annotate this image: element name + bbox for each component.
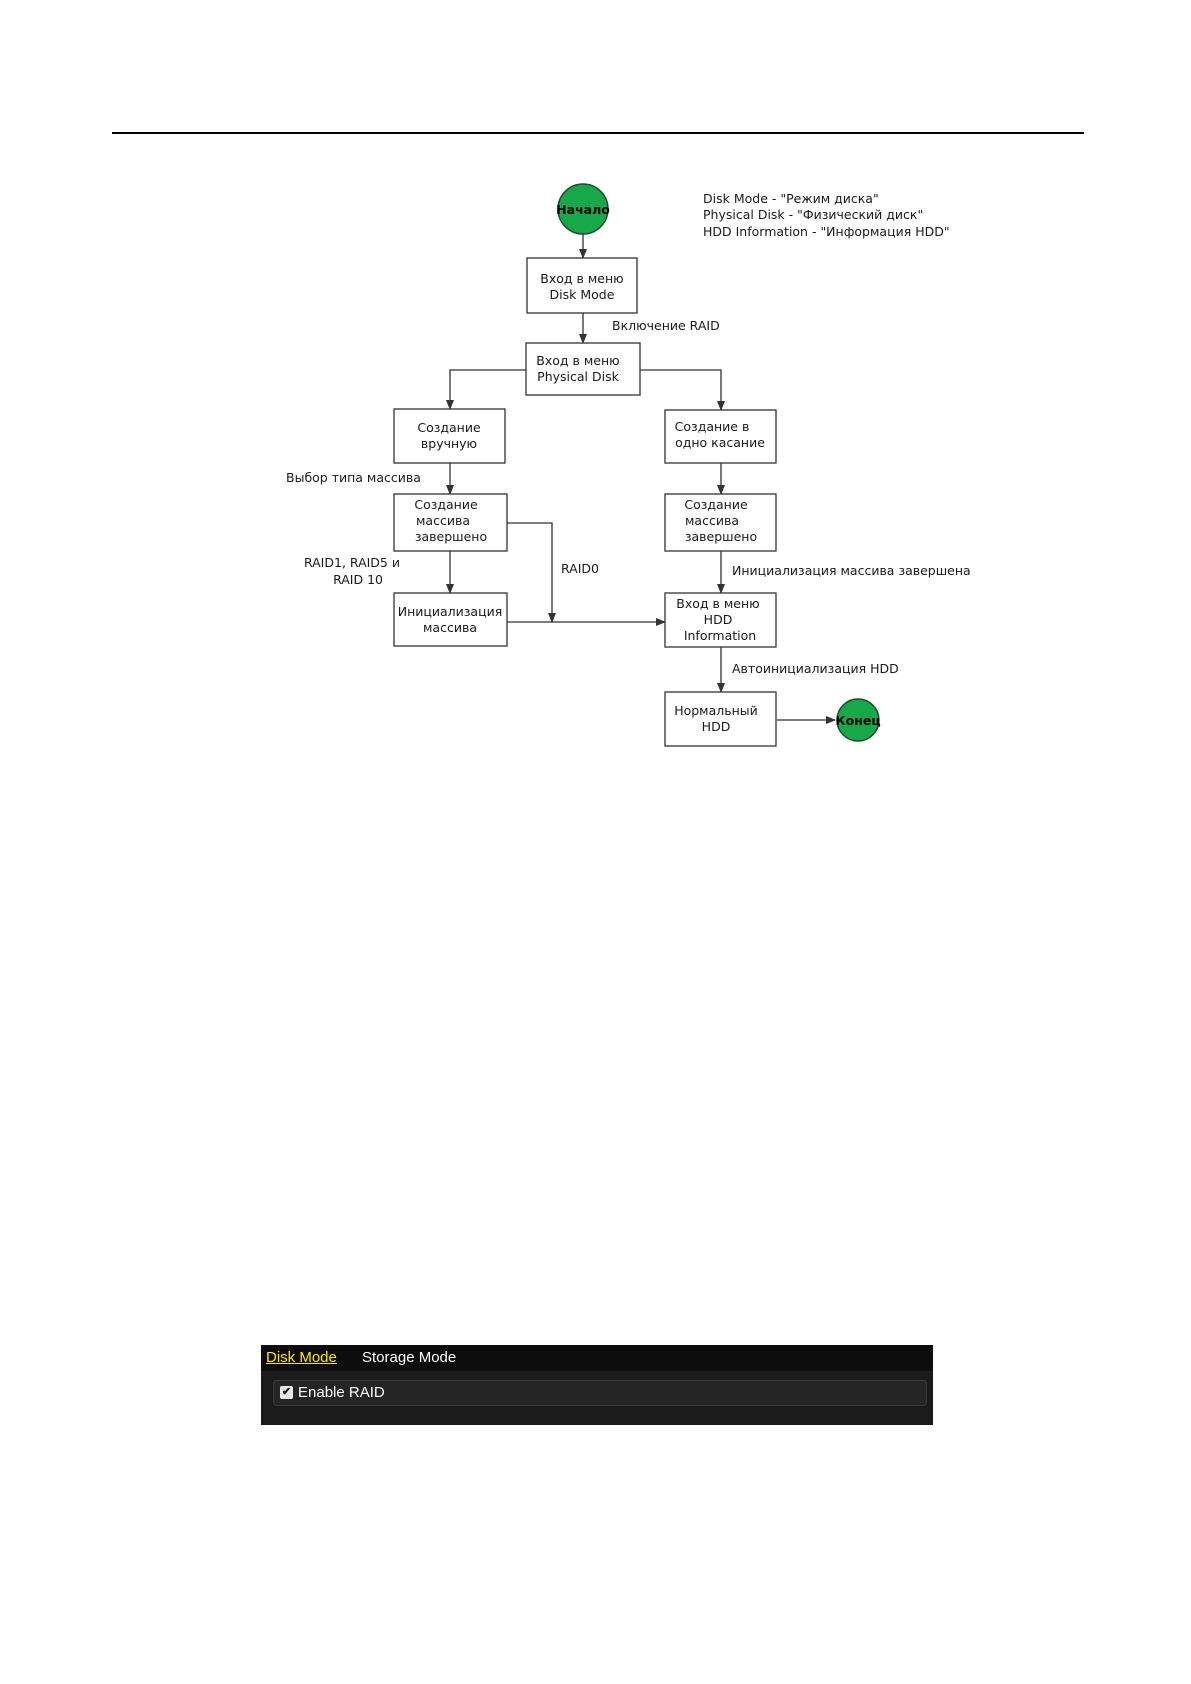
edge-physical-to-manual (446, 369, 526, 410)
node-array-created-right: Создание массива завершено (664, 493, 777, 552)
enable-raid-label: Enable RAID (298, 1384, 385, 1401)
start-node (557, 183, 609, 235)
label-enable-raid: Включение RAID (612, 318, 720, 333)
start-label: Начало (556, 202, 610, 217)
legend-line-2: Physical Disk - "Физический диск" (703, 207, 923, 222)
end-node (836, 698, 880, 742)
enable-raid-checkbox[interactable]: ✔ (280, 1386, 293, 1399)
svg-text:массива: массива (685, 513, 739, 528)
svg-text:завершено: завершено (685, 529, 757, 544)
svg-text:завершено: завершено (415, 529, 487, 544)
svg-text:Вход в меню: Вход в меню (540, 271, 623, 286)
svg-text:Information: Information (684, 628, 756, 643)
raid-flowchart: Disk Mode - "Режим диска" Physical Disk … (286, 183, 971, 747)
label-raid-levels-2: RAID 10 (333, 572, 383, 587)
svg-text:Physical Disk: Physical Disk (537, 369, 619, 384)
node-manual-create: Создание вручную (393, 408, 506, 464)
label-array-init-done: Инициализация массива завершена (732, 563, 971, 578)
enable-raid-row[interactable]: ✔ Enable RAID (273, 1380, 927, 1406)
svg-text:Создание: Создание (417, 420, 481, 435)
svg-text:Вход в меню: Вход в меню (536, 353, 619, 368)
label-raid0: RAID0 (561, 561, 599, 576)
label-select-array-type: Выбор типа массива (286, 470, 421, 485)
svg-text:массива: массива (423, 620, 477, 635)
svg-text:массива: массива (416, 513, 470, 528)
tab-storage-mode[interactable]: Storage Mode (362, 1349, 457, 1366)
edge-physical-to-one-touch (640, 369, 725, 411)
node-enter-physical-disk: Вход в меню Physical Disk (525, 342, 641, 396)
label-raid-levels-1: RAID1, RAID5 и (304, 555, 400, 570)
tab-disk-mode[interactable]: Disk Mode (266, 1349, 337, 1366)
svg-text:Создание: Создание (414, 497, 478, 512)
node-enter-hdd-info: Вход в меню HDD Information (664, 592, 777, 648)
svg-text:Создание в: Создание в (675, 419, 750, 434)
tab-bar: Disk Mode Storage Mode (261, 1345, 933, 1371)
svg-text:Disk Mode: Disk Mode (550, 287, 615, 302)
disk-mode-panel: Disk Mode Storage Mode ✔ Enable RAID (261, 1345, 933, 1425)
node-array-init: Инициализация массива (393, 592, 508, 647)
node-normal-hdd: Нормальный HDD (664, 691, 777, 747)
legend-line-3: HDD Information - "Информация HDD" (703, 224, 950, 239)
svg-text:Создание: Создание (684, 497, 748, 512)
svg-text:Нормальный: Нормальный (674, 703, 758, 718)
edge-raid0-branch (507, 522, 556, 623)
legend-line-1: Disk Mode - "Режим диска" (703, 191, 879, 206)
svg-text:Вход в меню: Вход в меню (676, 596, 759, 611)
node-one-touch-create: Создание в одно касание (664, 409, 777, 464)
svg-text:вручную: вручную (421, 436, 477, 451)
label-hdd-auto-init: Автоинициализация HDD (732, 661, 899, 676)
svg-text:HDD: HDD (702, 719, 731, 734)
node-enter-disk-mode: Вход в меню Disk Mode (526, 257, 638, 314)
node-array-created-left: Создание массива завершено (393, 493, 508, 552)
svg-text:одно касание: одно касание (675, 435, 765, 450)
end-label: Конец (835, 713, 880, 728)
header-rule (112, 132, 1084, 134)
svg-text:Инициализация: Инициализация (398, 604, 503, 619)
svg-text:HDD: HDD (704, 612, 733, 627)
